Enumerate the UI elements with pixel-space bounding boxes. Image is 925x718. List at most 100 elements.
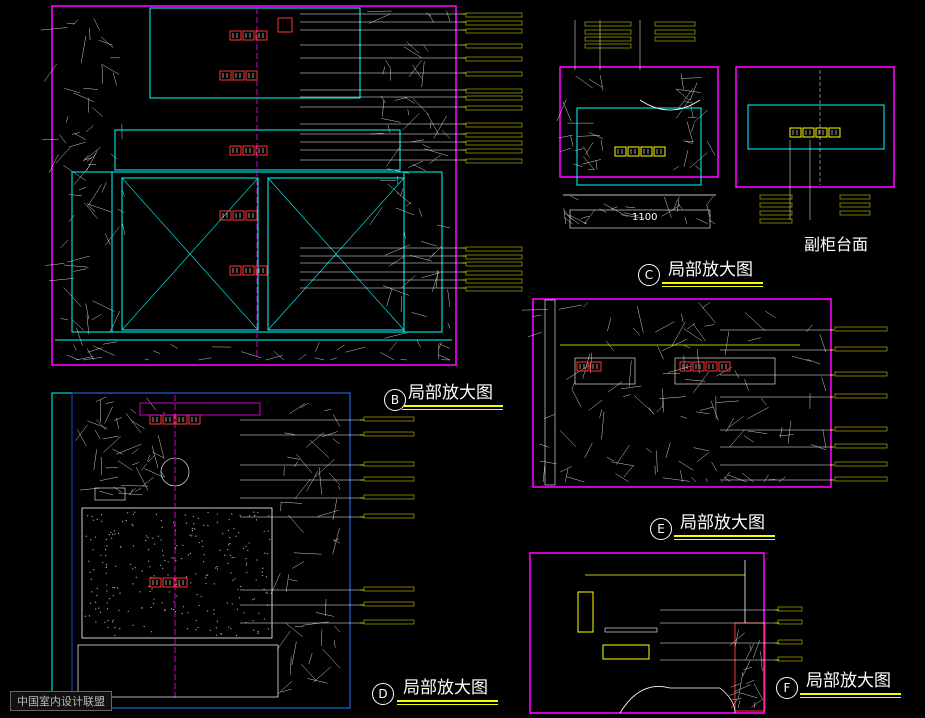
- wall-hatch: [68, 194, 82, 196]
- wall-hatch: [300, 402, 310, 409]
- wall-hatch: [380, 352, 395, 361]
- cabinet-door-left: [121, 177, 259, 331]
- wall-hatch: [665, 442, 671, 458]
- stone-texture-dot: [132, 513, 135, 515]
- wall-hatch: [302, 621, 329, 626]
- stone-texture-dot: [129, 563, 132, 565]
- floor-hatch: [241, 351, 262, 359]
- wall-hatch: [446, 10, 451, 22]
- stone-texture-dot: [201, 540, 203, 542]
- wall-hatch: [147, 454, 151, 462]
- wall-hatch: [729, 632, 745, 646]
- wall-hatch: [691, 123, 695, 132]
- stone-texture-dot: [242, 547, 245, 549]
- wall-hatch: [131, 448, 139, 455]
- faucet-base: [94, 487, 126, 501]
- wall-hatch: [86, 125, 94, 132]
- stone-texture-dot: [95, 621, 97, 623]
- stone-texture-dot: [153, 575, 155, 577]
- socket-symbol: [232, 70, 245, 81]
- section-b-title: 局部放大图: [402, 378, 503, 410]
- stone-texture-dot: [209, 629, 211, 631]
- wall-hatch: [601, 411, 605, 440]
- stone-texture-dot: [151, 588, 153, 590]
- wall-hatch: [582, 156, 595, 171]
- stone-texture-dot: [155, 513, 158, 515]
- stone-texture-dot: [175, 559, 177, 562]
- stone-texture-dot: [89, 571, 91, 573]
- wall-hatch: [570, 135, 574, 147]
- wall-hatch: [737, 700, 741, 709]
- stone-texture-dot: [224, 554, 226, 556]
- wall-hatch: [683, 345, 691, 349]
- stone-texture-dot: [266, 592, 268, 595]
- wall-hatch: [111, 154, 118, 160]
- floor-hatch: [87, 347, 103, 353]
- wall-hatch: [724, 471, 731, 480]
- wall-hatch: [421, 272, 440, 279]
- wall-hatch: [86, 203, 112, 213]
- stone-texture-dot: [127, 512, 129, 514]
- stone-texture-dot: [153, 598, 155, 600]
- stone-texture-dot: [104, 548, 107, 551]
- wall-hatch: [381, 118, 401, 123]
- stone-texture-dot: [265, 576, 268, 578]
- floor-hatch: [661, 204, 681, 217]
- wall-hatch: [678, 460, 694, 471]
- annotation-text-bar: [465, 261, 523, 267]
- stone-texture-dot: [228, 626, 230, 628]
- stone-texture-dot: [234, 578, 236, 580]
- wall-hatch: [821, 377, 827, 392]
- wall-hatch: [687, 323, 696, 330]
- stone-texture-dot: [235, 634, 238, 636]
- annotation-text-bar: [363, 619, 415, 625]
- wall-hatch: [117, 208, 125, 214]
- stone-texture-dot: [198, 604, 200, 607]
- wall-hatch: [588, 168, 595, 171]
- stone-texture-dot: [268, 515, 270, 517]
- wall-hatch: [92, 300, 115, 312]
- wall-hatch: [689, 82, 698, 101]
- stone-texture-dot: [164, 610, 166, 612]
- stone-texture-dot: [153, 543, 156, 545]
- stone-texture-dot: [255, 579, 257, 581]
- annotation-text-bar: [759, 218, 793, 224]
- stone-texture-dot: [213, 609, 215, 611]
- stone-texture-dot: [182, 544, 184, 546]
- wall-hatch: [590, 352, 593, 374]
- wall-hatch: [64, 88, 80, 94]
- stone-texture-dot: [216, 521, 218, 524]
- wall-hatch: [73, 92, 95, 103]
- stone-texture-dot: [263, 618, 265, 620]
- stone-texture-dot: [96, 594, 98, 597]
- wall-hatch: [691, 476, 696, 483]
- wall-hatch: [421, 61, 425, 88]
- wall-f: [734, 622, 766, 712]
- wall-hatch: [686, 121, 694, 143]
- floor-hatch: [580, 215, 590, 219]
- stone-texture-dot: [195, 628, 197, 631]
- stone-texture-dot: [243, 612, 245, 614]
- wall-hatch: [683, 140, 694, 143]
- wall-hatch: [744, 378, 749, 391]
- wall-hatch: [386, 145, 402, 167]
- wall-hatch: [102, 341, 118, 345]
- annotation-text-bar: [363, 494, 415, 500]
- wall-hatch: [132, 462, 140, 466]
- stone-texture-dot: [182, 606, 185, 608]
- stone-texture-dot: [143, 625, 145, 628]
- stone-texture-dot: [189, 534, 191, 536]
- stone-texture-dot: [245, 564, 247, 566]
- wall-hatch: [67, 255, 90, 263]
- wall-hatch: [285, 622, 303, 638]
- wall-hatch: [582, 159, 601, 165]
- wall-hatch: [76, 327, 83, 346]
- stone-texture-dot: [207, 610, 209, 612]
- wall-hatch: [55, 147, 71, 164]
- floor-hatch: [563, 217, 573, 225]
- wall-hatch: [744, 312, 766, 331]
- wall-hatch: [332, 438, 340, 445]
- wall-hatch: [637, 306, 644, 333]
- socket-e-frame: [674, 357, 776, 385]
- stone-texture-dot: [191, 529, 194, 532]
